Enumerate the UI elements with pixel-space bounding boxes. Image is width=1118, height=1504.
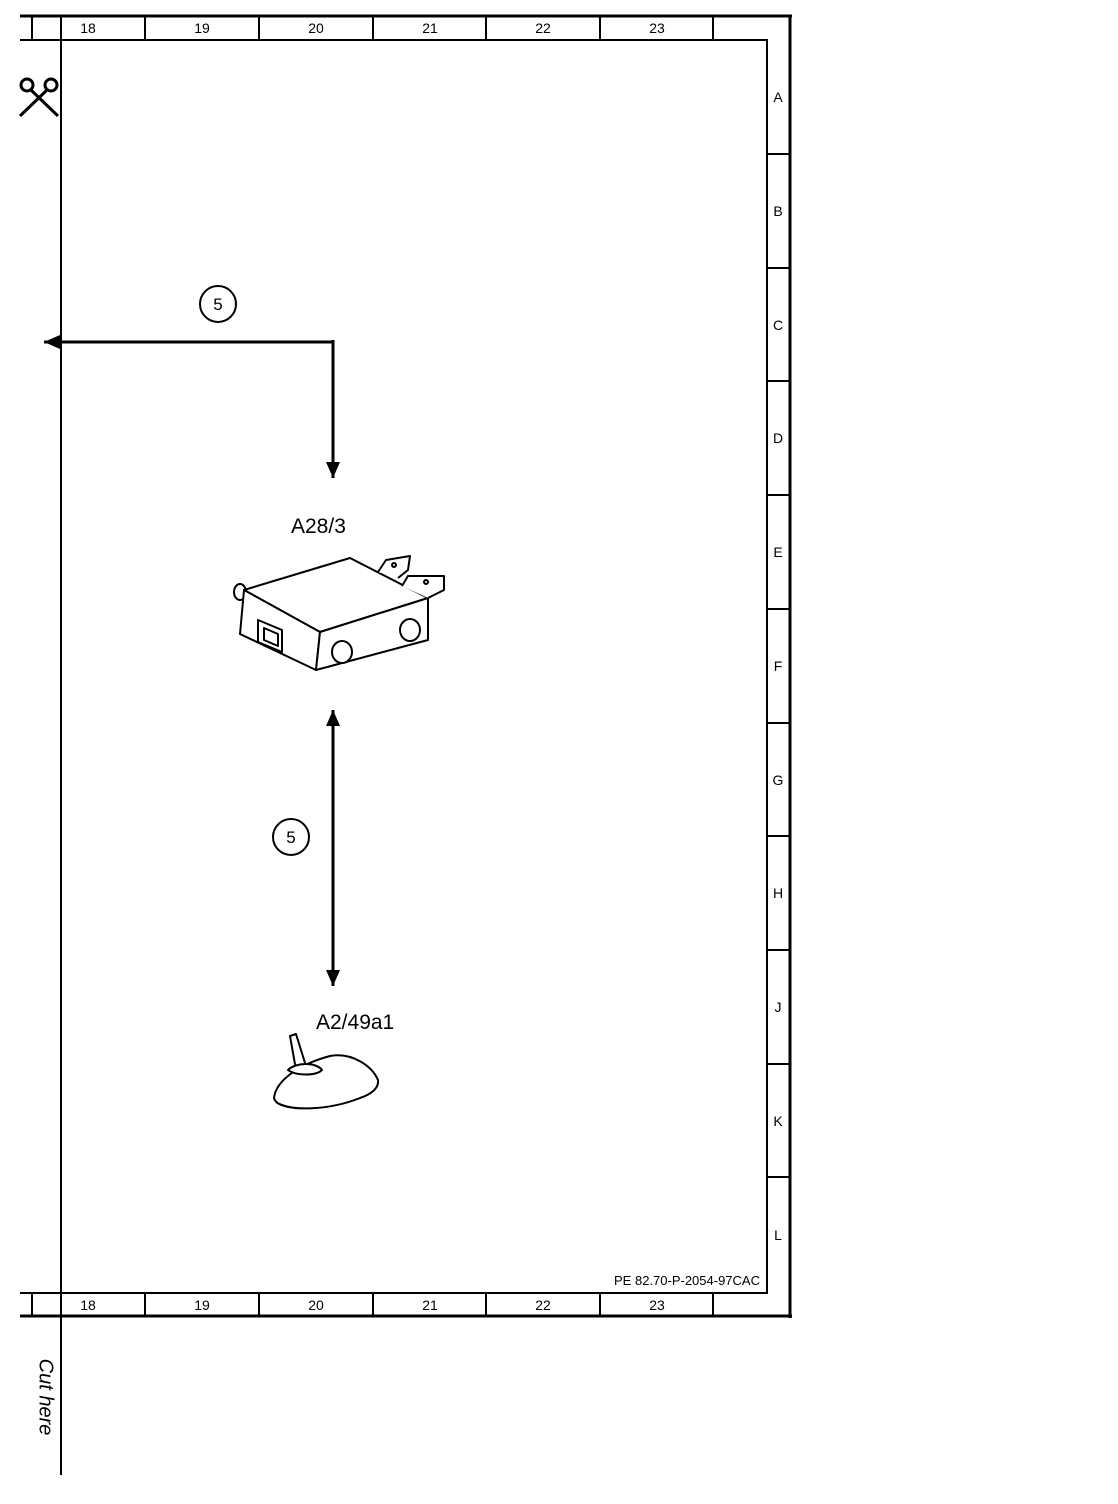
column-label: 19: [194, 20, 210, 36]
bottom-column-labels: 18 19 20 21 22 23: [80, 1297, 665, 1313]
row-label: H: [773, 885, 783, 901]
column-label: 23: [649, 1297, 665, 1313]
cut-here-text: Cut here: [34, 1358, 57, 1436]
row-label: L: [774, 1227, 782, 1243]
lower-connection-number: 5: [286, 828, 295, 847]
document-id: PE 82.70-P-2054-97CAC: [614, 1273, 760, 1288]
row-label: F: [774, 658, 783, 674]
cut-here-label: Cut here: [30, 1352, 60, 1442]
column-label: 20: [308, 20, 324, 36]
row-label: E: [773, 544, 782, 560]
column-label: 20: [308, 1297, 324, 1313]
row-label: A: [773, 89, 783, 105]
column-label: 18: [80, 20, 96, 36]
upper-component-label: A28/3: [291, 515, 346, 538]
row-label: B: [773, 203, 782, 219]
column-label: 21: [422, 20, 438, 36]
circuit-breaker-icon: [233, 555, 445, 671]
lower-connection-number-badge: 5: [272, 818, 310, 856]
row-label: K: [773, 1113, 783, 1129]
column-label: 23: [649, 20, 665, 36]
row-label: G: [773, 772, 784, 788]
column-label: 18: [80, 1297, 96, 1313]
column-label: 22: [535, 1297, 551, 1313]
upper-connection-number-badge: 5: [199, 285, 237, 323]
upper-connection-number: 5: [213, 295, 222, 314]
row-label: D: [773, 430, 783, 446]
row-labels: A B C D E F G H J K L: [773, 89, 784, 1243]
drawing-frame: [20, 14, 792, 1475]
column-label: 19: [194, 1297, 210, 1313]
top-column-dividers: [144, 16, 714, 40]
top-column-labels: 18 19 20 21 22 23: [80, 20, 665, 36]
row-label: C: [773, 317, 783, 333]
column-label: 22: [535, 20, 551, 36]
bottom-column-dividers: [144, 1293, 714, 1316]
column-label: 21: [422, 1297, 438, 1313]
antenna-icon: [273, 1033, 380, 1110]
upper-connection-line: [44, 335, 340, 478]
lower-component-label: A2/49a1: [316, 1011, 394, 1034]
row-dividers: [767, 153, 790, 1178]
scissors-icon: [18, 77, 60, 118]
row-label: J: [775, 999, 782, 1015]
